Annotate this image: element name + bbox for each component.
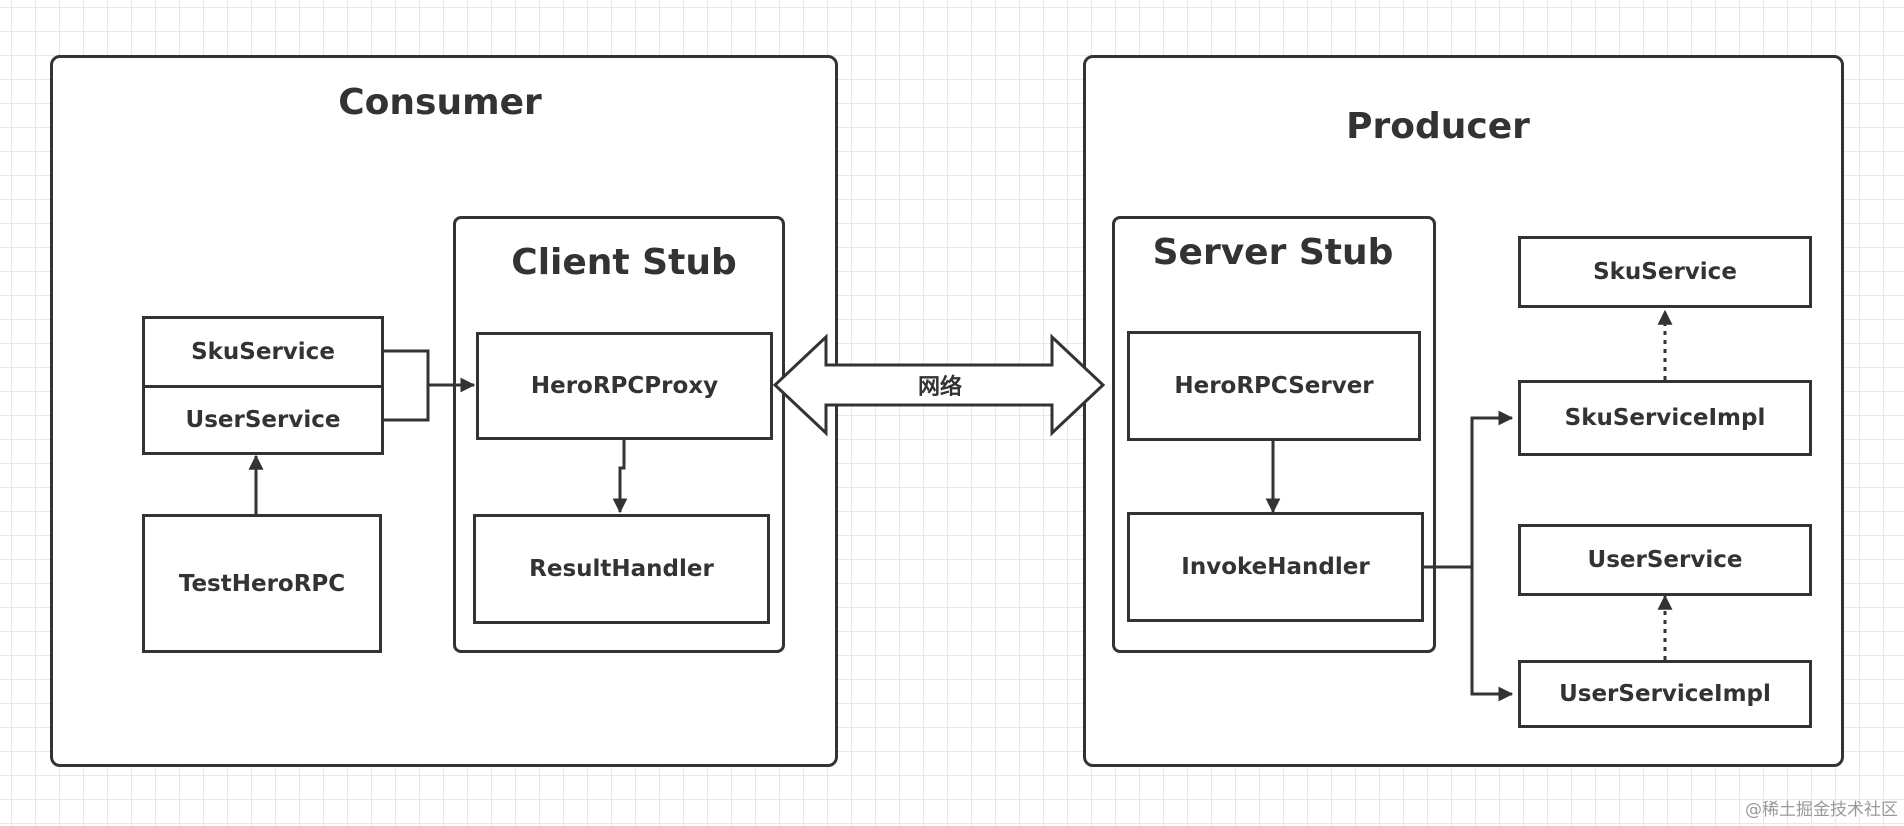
herorpcserver-box: HeroRPCServer (1127, 331, 1421, 441)
userserviceimpl-box: UserServiceImpl (1518, 660, 1812, 728)
resulthandler-box: ResultHandler (473, 514, 770, 624)
network-label: 网络 (917, 375, 963, 400)
user-to-proxy-connector (383, 385, 430, 422)
invokehandler-to-skuimpl-arrow (1470, 410, 1514, 567)
testherorpc-box: TestHeroRPC (142, 514, 382, 653)
client-stub-title: Client Stub (511, 242, 737, 283)
proxy-to-resulthandler-arrow (612, 438, 628, 514)
producer-userservice-box: UserService (1518, 524, 1812, 596)
network-double-arrow (772, 333, 1106, 437)
herorpcproxy-box: HeroRPCProxy (476, 332, 773, 440)
invokehandler-to-userimpl-arrow (1470, 567, 1514, 702)
skuserviceimpl-box: SkuServiceImpl (1518, 380, 1812, 456)
consumer-userservice-box: UserService (142, 385, 384, 455)
consumer-title: Consumer (338, 82, 542, 123)
producer-title: Producer (1346, 106, 1530, 147)
watermark: @稀土掘金技术社区 (1745, 800, 1898, 820)
sku-to-proxy-connector (383, 349, 430, 385)
invokehandler-box: InvokeHandler (1127, 512, 1424, 622)
consumer-skuservice-box: SkuService (142, 316, 384, 388)
server-stub-title: Server Stub (1152, 232, 1394, 273)
producer-skuservice-box: SkuService (1518, 236, 1812, 308)
